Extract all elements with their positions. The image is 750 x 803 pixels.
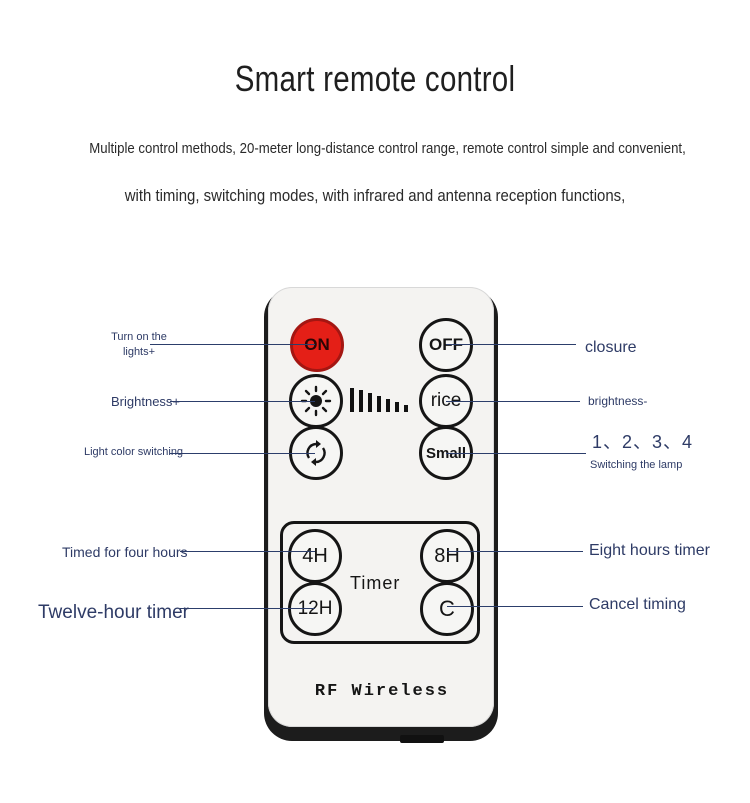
callout-line-color: [170, 453, 315, 454]
callout-line-brightness-plus: [170, 401, 315, 402]
callout-line-4h: [180, 551, 315, 552]
timer-4h-button[interactable]: 4H: [288, 529, 342, 583]
label-turn-on: Turn on the lights+: [104, 330, 174, 360]
subtitle-line-2: with timing, switching modes, with infra…: [124, 186, 626, 205]
callout-line-brightness-minus: [446, 401, 580, 402]
callout-line-off: [446, 344, 576, 345]
callout-line-8h: [447, 551, 583, 552]
off-button[interactable]: OFF: [419, 318, 473, 372]
battery-cover-notch: [400, 735, 444, 743]
label-closure: closure: [585, 339, 637, 356]
label-light-color-switching: Light color switching: [84, 446, 184, 458]
subtitle-line-1: Multiple control methods, 20-meter long-…: [89, 140, 686, 157]
page-title: Smart remote control: [234, 58, 516, 99]
label-switching-lamp: Switching the lamp: [590, 459, 683, 471]
timer-group-frame: [280, 521, 480, 644]
callout-line-12h: [180, 608, 315, 609]
label-twelve-hour-timer: Twelve-hour timer: [38, 602, 189, 623]
label-timed-four-hours: Timed for four hours: [62, 544, 188, 560]
sun-icon: [300, 385, 332, 417]
timer-label: Timer: [350, 573, 401, 593]
callout-line-cancel: [447, 606, 583, 607]
brand-label: RF Wireless: [314, 682, 450, 701]
on-button[interactable]: ON: [290, 318, 344, 372]
label-eight-hours-timer: Eight hours timer: [589, 542, 710, 559]
label-turn-on-line2: lights+: [122, 346, 156, 358]
timer-12h-button[interactable]: 12H: [288, 582, 342, 636]
label-brightness-plus: Brightness+: [111, 394, 181, 409]
callout-line-on: [150, 344, 315, 345]
cycle-arrows-icon: [306, 440, 326, 466]
callout-line-mode: [446, 453, 586, 454]
label-modes: 1、2、3、4: [592, 432, 694, 452]
cancel-timer-button[interactable]: C: [420, 582, 474, 636]
label-cancel-timing: Cancel timing: [589, 596, 686, 613]
label-turn-on-line1: Turn on the: [111, 331, 167, 343]
label-brightness-minus: brightness-: [588, 394, 648, 408]
timer-8h-button[interactable]: 8H: [420, 529, 474, 583]
